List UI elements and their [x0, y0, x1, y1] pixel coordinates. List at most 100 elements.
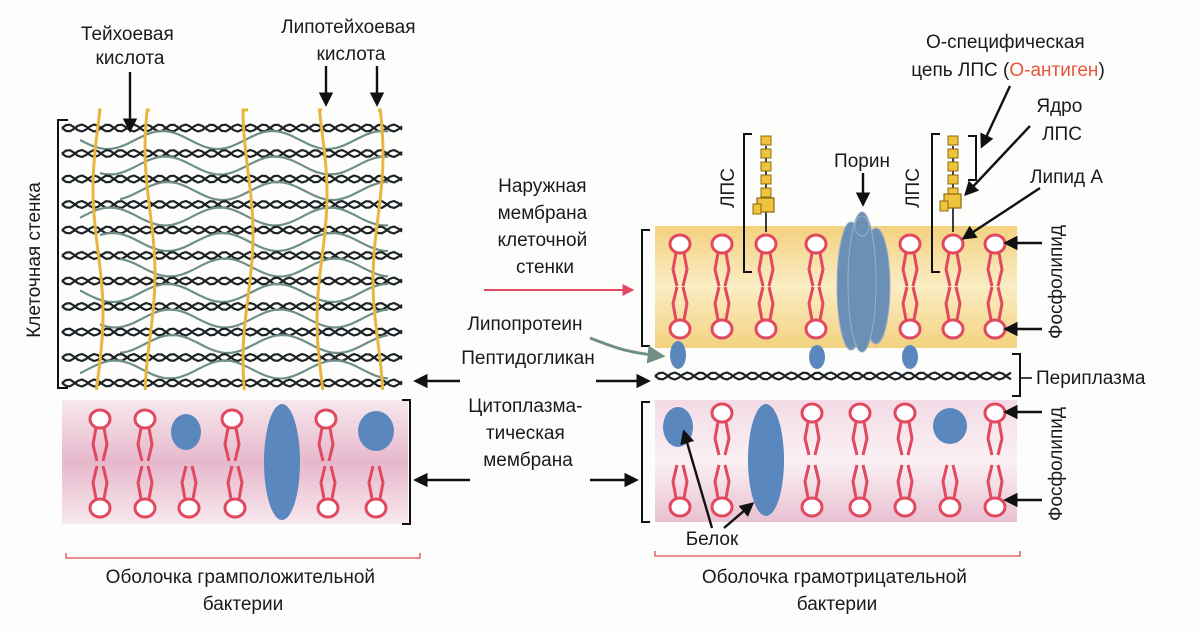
- phospholipid-label-bottom: Фосфолипид: [1046, 407, 1067, 521]
- gram-positive-caption-line1: Оболочка грамположительной: [106, 567, 375, 588]
- phospholipid: [223, 465, 247, 519]
- phospholipid: [848, 402, 872, 456]
- membrane-protein: [358, 411, 394, 451]
- lipoprotein: [809, 345, 825, 369]
- phospholipid: [133, 465, 157, 519]
- teichoic-acid-chain: [91, 108, 105, 391]
- gram-negative-phospholipids: [668, 233, 1007, 518]
- gram-negative-caption-line2: бактерии: [797, 594, 877, 615]
- phospholipid: [754, 233, 778, 287]
- phospholipid: [941, 233, 965, 287]
- cytoplasmic-membrane-label-line3: мембрана: [483, 450, 573, 471]
- phospholipid: [754, 286, 778, 340]
- lipoteichoic-acid-label-line2: кислота: [317, 44, 386, 65]
- peptidoglycan-label: Пептидогликан: [461, 348, 594, 369]
- phospholipid: [848, 464, 872, 518]
- phospholipid: [898, 286, 922, 340]
- peptidoglycan-strand: [61, 199, 403, 210]
- phospholipid: [710, 402, 734, 456]
- teichoic-acid-chain: [143, 108, 157, 391]
- phospholipid: [88, 408, 112, 462]
- lps-bracket-left: [743, 133, 752, 273]
- phospholipid-label-top: Фосфолипид: [1046, 225, 1067, 339]
- o-specific-chain-label: О-специфическая цепь ЛПС (О-антиген): [911, 32, 1105, 81]
- o-chain-bracket: [968, 135, 977, 181]
- phospholipid: [893, 464, 917, 518]
- peptidoglycan-strand: [61, 225, 403, 235]
- phospholipid: [133, 408, 157, 462]
- periplasm-bracket: [1012, 353, 1021, 397]
- periplasm-label: Периплазма: [1036, 368, 1146, 389]
- peptidoglycan-strand: [61, 123, 403, 133]
- outer-membrane-label-line2: мембрана: [498, 203, 588, 224]
- cell-wall-bracket: [57, 119, 68, 389]
- gram-negative-caption: Оболочка грамотрицательной бактерии: [702, 567, 972, 615]
- phospholipid: [804, 286, 828, 340]
- protein-label: Белок: [686, 529, 739, 550]
- glycan-crosslink: [79, 282, 389, 304]
- glycan-crosslink: [119, 257, 389, 278]
- phospholipid: [710, 233, 734, 287]
- peptidoglycan-strand: [61, 378, 403, 388]
- peptidoglycan-strand: [61, 327, 403, 337]
- lps-core-label-line2: ЛПС: [1042, 124, 1082, 145]
- peptidoglycan-strand: [61, 250, 403, 261]
- gram-positive-caption-line2: бактерии: [203, 594, 283, 615]
- phospholipid: [893, 402, 917, 456]
- membrane-protein: [933, 408, 967, 444]
- teichoic-acid-chain: [371, 108, 385, 391]
- porin-label: Порин: [834, 151, 890, 172]
- phospholipid: [177, 465, 201, 519]
- outer-membrane-label-line4: стенки: [516, 257, 574, 278]
- lipoteichoic-acid-label: Липотейхоевая кислота: [281, 17, 421, 65]
- gram-positive-phospholipids: [88, 408, 388, 519]
- peptidoglycan-strand: [61, 148, 403, 159]
- peptidoglycan-strand: [61, 301, 403, 312]
- o-antigen-sugar: [760, 161, 772, 172]
- outer-membrane-label: Наружная мембрана клеточной стенки: [497, 176, 592, 278]
- lps-bracket-right: [931, 133, 940, 273]
- phospholipid: [220, 408, 244, 462]
- gram-positive-envelope: [61, 108, 408, 524]
- o-antigen-sugar: [760, 187, 772, 198]
- phospholipid: [983, 286, 1007, 340]
- cytoplasmic-membrane-label-line1: Цитоплазма-: [468, 396, 582, 417]
- lipid-a-label: Липид А: [1030, 167, 1103, 188]
- peptidoglycan-strand: [61, 327, 403, 337]
- phospholipid: [800, 402, 824, 456]
- membrane-protein: [264, 404, 300, 520]
- gram-negative-envelope: [654, 135, 1017, 522]
- lps-molecule-right: [939, 135, 962, 232]
- lipoprotein-label: Липопротеин: [467, 314, 582, 335]
- teichoic-acid-label: Тейхоевая кислота: [81, 24, 179, 69]
- membrane-protein: [748, 404, 784, 516]
- glycan-crosslink: [79, 359, 389, 380]
- glycan-crosslink: [79, 206, 389, 227]
- glycan-crosslink: [119, 333, 389, 355]
- gram-positive-peptidoglycan-layers: [61, 123, 403, 388]
- phospholipid: [88, 465, 112, 519]
- phospholipid: [710, 286, 734, 340]
- gram-positive-caption: Оболочка грамположительной бактерии: [106, 567, 381, 615]
- teichoic-acid-chain: [315, 108, 329, 391]
- peptidoglycan-strand: [61, 148, 403, 159]
- phospholipid: [983, 464, 1007, 518]
- lps-core-label: Ядро ЛПС: [1036, 96, 1087, 145]
- teichoic-acid-label-line1: Тейхоевая: [81, 24, 174, 45]
- glycan-crosslink: [119, 180, 389, 202]
- lipoprotein-arrow: [589, 336, 666, 364]
- peptidoglycan-strand: [61, 276, 403, 286]
- phospholipid: [710, 464, 734, 518]
- porin-protein: [836, 211, 891, 353]
- phospholipid: [668, 464, 692, 518]
- glycan-crosslink: [99, 231, 389, 253]
- o-antigen-sugar: [947, 161, 959, 172]
- peptidoglycan-strand: [61, 123, 403, 133]
- cytoplasmic-membrane-bracket-right: [641, 401, 650, 523]
- outer-membrane-label-line3: клеточной: [497, 230, 587, 251]
- cytoplasmic-membrane-label: Цитоплазма- тическая мембрана: [468, 396, 587, 471]
- peptidoglycan-strand: [654, 371, 1012, 381]
- lipid-a-arrow: [961, 186, 1041, 240]
- gram-negative-peptidoglycan-layer: [654, 371, 1012, 381]
